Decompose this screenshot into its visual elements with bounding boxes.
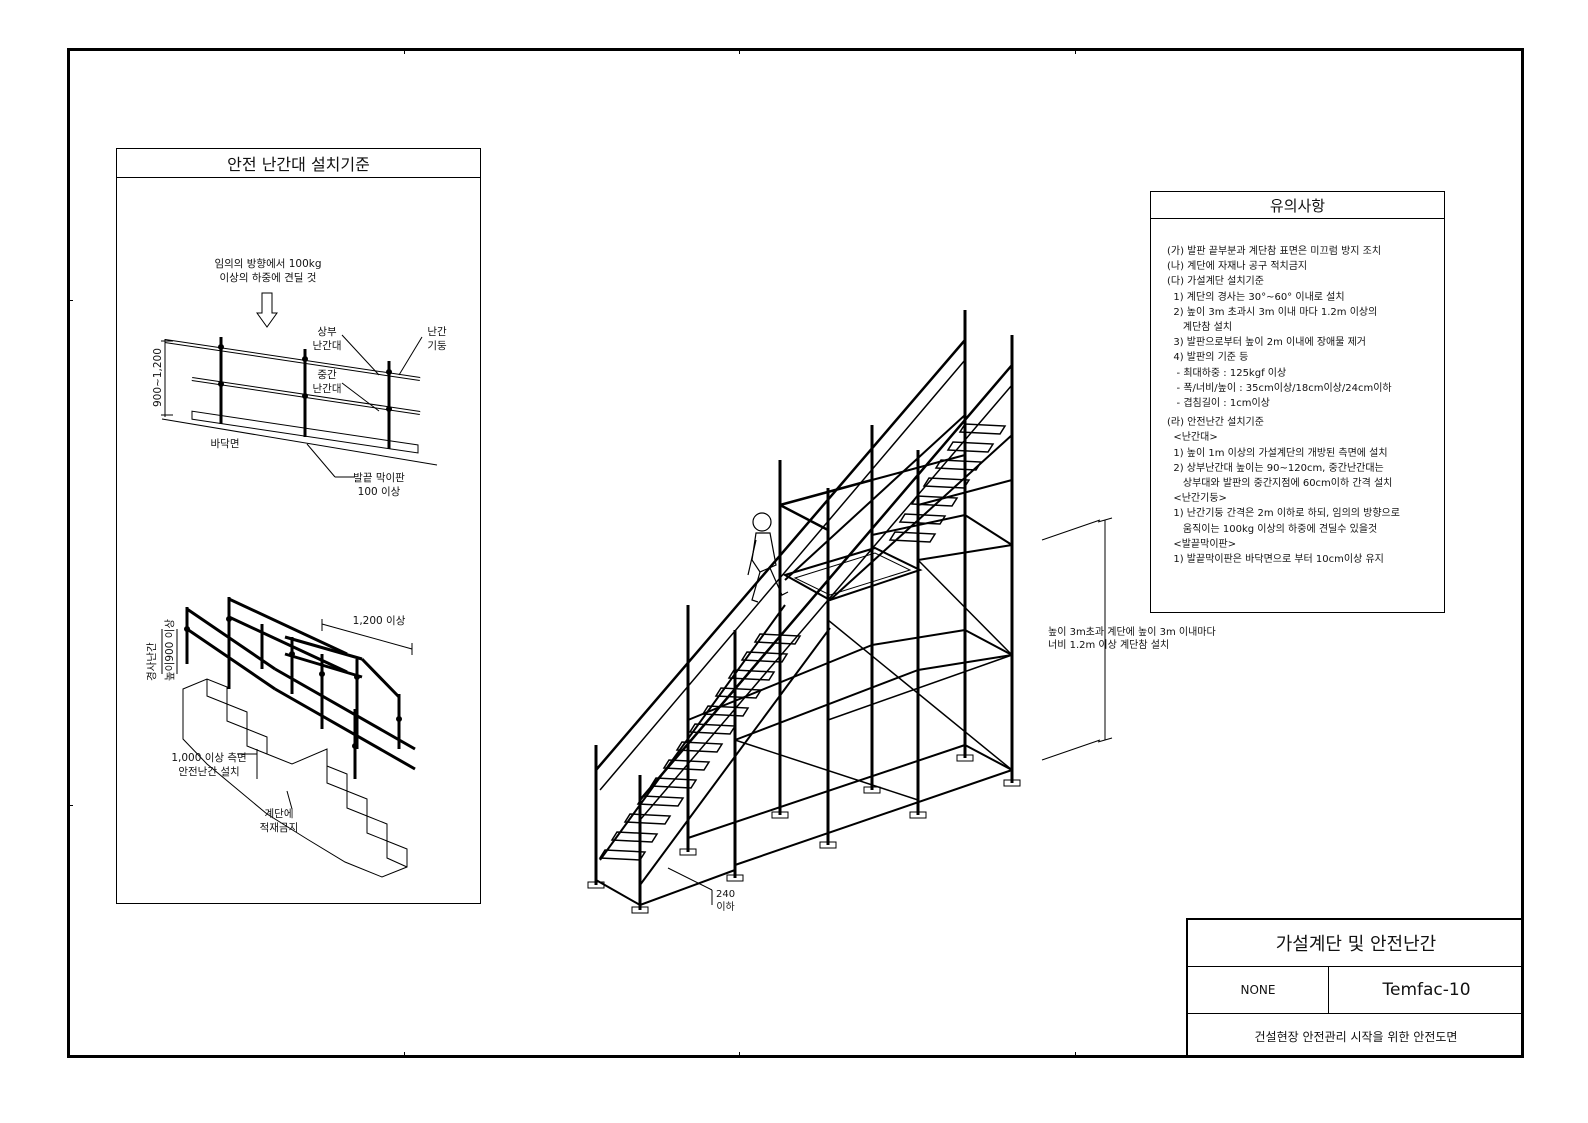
load-note-2: 이상의 하중에 견딜 것 (220, 271, 317, 284)
notes-line: 2) 상부난간대 높이는 90~120cm, 중간난간대는 (1167, 462, 1384, 474)
guardrail-standard-panel: 안전 난간대 설치기준 임의의 방향에서 100kg 이상의 하중에 견딜 것 (116, 148, 481, 904)
frame-tick (739, 1052, 740, 1058)
drawing-frame (67, 48, 1524, 1058)
landing-note: 높이 3m초과 계단에 높이 3m 이내마다 너비 1.2m 이상 계단참 설치 (1048, 626, 1216, 652)
post-label-1: 난간 (427, 326, 447, 338)
gap-note: 240 이하 (716, 888, 735, 914)
notes-line: - 최대하중 : 125kgf 이상 (1167, 367, 1287, 379)
frame-tick (404, 1052, 405, 1058)
notes-line: <난간기둥> (1167, 493, 1227, 505)
notes-line: <난간대> (1167, 432, 1218, 444)
load-arrow-icon (256, 292, 278, 328)
drawing-number: Temfac-10 (1329, 967, 1524, 1014)
notes-line: 1) 계단의 경사는 30°~60° 이내로 설치 (1167, 291, 1345, 303)
landing-note-line-2: 너비 1.2m 이상 계단참 설치 (1048, 640, 1170, 651)
notes-line: 2) 높이 3m 초과시 3m 이내 마다 1.2m 이상의 (1167, 306, 1378, 318)
drawing-title: 가설계단 및 안전난간 (1188, 920, 1524, 967)
frame-tick (1075, 48, 1076, 54)
no-stack-label-1: 계단에 (265, 808, 294, 820)
frame-tick (67, 300, 73, 301)
drawing-subtitle: 건설현장 안전관리 시작을 위한 안전도면 (1254, 1029, 1458, 1044)
notes-line: (가) 발판 끝부분과 계단참 표면은 미끄럼 방지 조치 (1167, 246, 1382, 257)
notes-line: 1) 발끝막이판은 바닥면으로 부터 10cm이상 유지 (1167, 554, 1384, 566)
stair-width-dim: 1,200 이상 (353, 615, 406, 627)
notes-line: 상부대와 발판의 중간지점에 60cm이하 간격 설치 (1167, 478, 1393, 490)
notes-line: - 겹침길이 : 1cm이상 (1167, 398, 1270, 410)
stair-railing-figure: 1,200 이상 경사난간 높이900 이상 1,000 이상 측면 안전난간 … (145, 597, 416, 878)
notes-line: (나) 계단에 자재나 공구 적치금지 (1167, 261, 1308, 273)
notes-line: 계단참 설치 (1167, 322, 1233, 334)
frame-tick (739, 48, 740, 54)
landing-note-line-1: 높이 3m초과 계단에 높이 3m 이내마다 (1048, 627, 1216, 638)
notes-line: (다) 가설계단 설치기준 (1167, 276, 1264, 288)
gap-note-line-2: 이하 (716, 902, 735, 913)
floor-label: 바닥면 (211, 438, 240, 450)
top-rail-label-1: 상부 (317, 326, 337, 338)
toe-board-label-1: 발끝 막이판 (353, 472, 405, 484)
toe-board-label-2: 100 이상 (358, 486, 401, 498)
notes-title: 유의사항 (1151, 192, 1444, 219)
slope-rail-label: 경사난간 (145, 642, 158, 681)
mid-rail-label-2: 난간대 (313, 383, 342, 395)
notes-line: 3) 발판으로부터 높이 2m 이내에 장애물 제거 (1167, 337, 1366, 349)
notes-line: 1) 높이 1m 이상의 가설계단의 개방된 측면에 설치 (1167, 447, 1388, 459)
notes-line: - 폭/너비/높이 : 35cm이상/18cm이상/24cm이하 (1167, 382, 1392, 394)
notes-panel: 유의사항 (1150, 191, 1445, 613)
stair-height-dim: 높이900 이상 (164, 619, 176, 681)
mid-rail-label-1: 중간 (317, 369, 337, 381)
guardrail-figure: 임의의 방향에서 100kg 이상의 하중에 견딜 것 900~1, (152, 257, 447, 498)
notes-line: (라) 안전난간 설치기준 (1167, 417, 1264, 429)
guardrail-standard-title: 안전 난간대 설치기준 (117, 149, 480, 178)
guardrail-illustrations: 임의의 방향에서 100kg 이상의 하중에 견딜 것 900~1, (145, 257, 447, 878)
side-rail-label-1: 1,000 이상 측면 (171, 752, 246, 764)
frame-tick (67, 805, 73, 806)
no-stack-label-2: 적재금지 (260, 822, 299, 834)
frame-tick (1075, 1052, 1076, 1058)
notes-line: 4) 발판의 기준 등 (1167, 352, 1249, 364)
side-rail-label-2: 안전난간 설치 (178, 766, 239, 778)
title-block: 가설계단 및 안전난간 NONE Temfac-10 건설현장 안전관리 시작을… (1186, 918, 1524, 1058)
top-height-dim: 900~1,200 (152, 348, 164, 407)
gap-note-line-1: 240 (716, 889, 736, 900)
notes-list: (가) 발판 끝부분과 계단참 표면은 미끄럼 방지 조치 (나) 계단에 자재… (1167, 244, 1457, 567)
drawing-scale: NONE (1188, 967, 1329, 1014)
frame-tick (404, 48, 405, 54)
notes-line: 움직이는 100kg 이상의 하중에 견딜수 있을것 (1167, 523, 1378, 535)
top-rail-label-2: 난간대 (313, 340, 342, 352)
load-note-1: 임의의 방향에서 100kg (214, 257, 321, 270)
notes-line: <발끝막이판> (1167, 538, 1237, 550)
notes-line: 1) 난간기둥 간격은 2m 이하로 하되, 임의의 방향으로 (1167, 508, 1400, 520)
post-label-2: 기둥 (427, 340, 447, 352)
